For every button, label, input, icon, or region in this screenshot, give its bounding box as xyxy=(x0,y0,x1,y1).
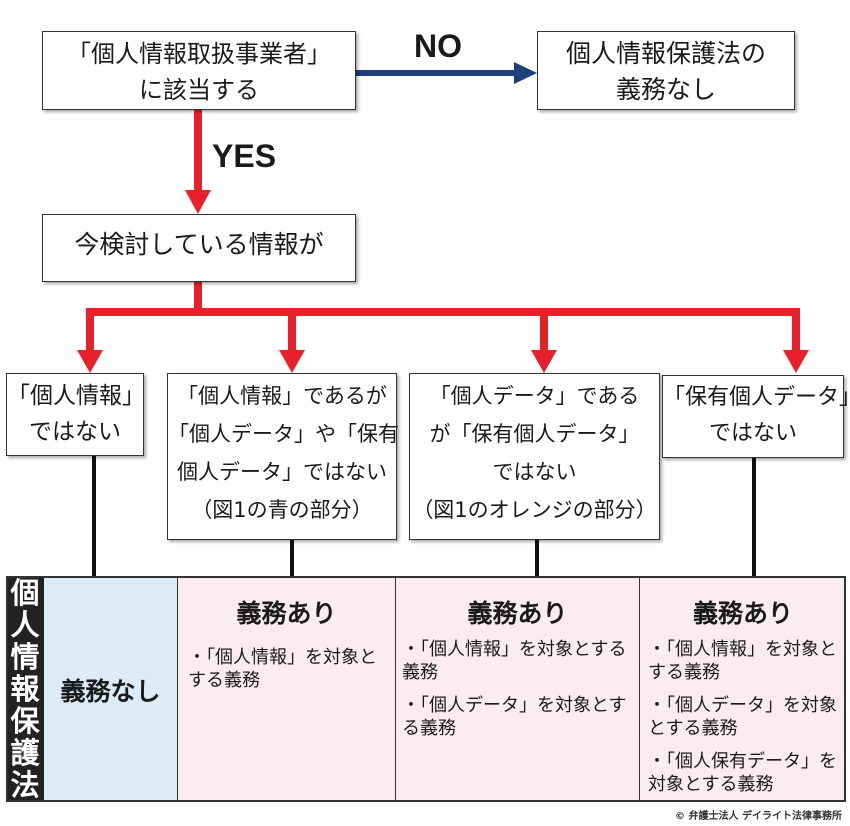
yes-arrow-head xyxy=(185,190,211,214)
row-label-char: 情 xyxy=(10,640,40,674)
category-box-4: 「保有個人データ」 ではない xyxy=(662,375,850,458)
branch-arrow-2 xyxy=(279,350,305,373)
start-box-line2: に該当する xyxy=(139,76,259,104)
cell-title: 義務あり xyxy=(467,599,568,628)
row-label-char: 個 xyxy=(10,576,40,610)
start-box-line1: 「個人情報取扱事業者」 xyxy=(67,40,331,68)
category-3-line: ではない xyxy=(492,460,577,484)
row-label-privacy-law: 個 人 情 報 保 護 法 xyxy=(6,576,44,802)
category-2-line: 「個人情報」であるが xyxy=(177,384,387,408)
no-result-box: 個人情報保護法の 義務なし xyxy=(537,31,795,110)
table-cell-2: 義務あり ・「個人情報」を対象とする義務 xyxy=(178,576,396,802)
row-label-char: 保 xyxy=(10,704,40,738)
row-label-char: 法 xyxy=(10,768,40,802)
category-1-line: 「個人情報」 xyxy=(7,383,145,409)
cell-title: 義務なし xyxy=(60,677,161,706)
list-item: ・「個人データ」を対象とする義務 xyxy=(648,695,837,739)
question-box: 今検討している情報が xyxy=(42,214,356,282)
cell-items: ・「個人情報」を対象とする義務 xyxy=(188,646,381,702)
category-2-line: 「個人データ」や「保有 xyxy=(168,422,399,446)
start-box: 「個人情報取扱事業者」 に該当する xyxy=(42,31,356,110)
row-label-char: 報 xyxy=(10,672,40,706)
list-item: ・「個人情報」を対象とする義務 xyxy=(402,639,627,683)
row-label-char: 護 xyxy=(10,736,40,770)
category-4-line: ではない xyxy=(708,421,797,446)
copyright-credit: © 弁護士法人 デイライト法律事務所 xyxy=(675,811,842,822)
table-cell-4: 義務あり ・「個人情報」を対象とする義務 ・「個人データ」を対象とする義務 ・「… xyxy=(640,576,846,802)
table-cell-1: 義務なし xyxy=(44,576,178,802)
category-box-1: 「個人情報」 ではない xyxy=(6,373,145,456)
list-item: ・「個人情報」を対象とする義務 xyxy=(188,647,377,691)
category-2-line: （図1の青の部分） xyxy=(191,498,373,522)
cell-items: ・「個人情報」を対象とする義務 ・「個人データ」を対象とする義務 xyxy=(402,638,633,750)
cell-items: ・「個人情報」を対象とする義務 ・「個人データ」を対象とする義務 ・「個人保有デ… xyxy=(648,638,838,806)
category-box-3: 「個人データ」である が「保有個人データ」 ではない （図1のオレンジの部分） xyxy=(409,373,660,540)
category-3-line: が「保有個人データ」 xyxy=(429,422,640,446)
no-label: NO xyxy=(414,28,462,64)
question-text: 今検討している情報が xyxy=(74,230,324,259)
category-1-line: ではない xyxy=(29,419,121,445)
yes-label: YES xyxy=(212,138,277,174)
no-result-line2: 義務なし xyxy=(615,75,716,104)
branch-arrow-1 xyxy=(77,350,103,373)
table-cell-3: 義務あり ・「個人情報」を対象とする義務 ・「個人データ」を対象とする義務 xyxy=(396,576,640,802)
category-2-line: 個人データ」ではない xyxy=(177,460,387,484)
branch-arrow-3 xyxy=(531,350,557,373)
cell-title: 義務あり xyxy=(236,599,337,628)
no-arrow-head xyxy=(514,62,537,84)
list-item: ・「個人保有データ」を対象とする義務 xyxy=(648,751,837,795)
list-item: ・「個人情報」を対象とする義務 xyxy=(648,639,837,683)
category-4-line: 「保有個人データ」 xyxy=(663,385,850,410)
cell-title: 義務あり xyxy=(692,599,793,628)
no-result-line1: 個人情報保護法の xyxy=(565,39,766,68)
category-box-2: 「個人情報」であるが 「個人データ」や「保有 個人データ」ではない （図1の青の… xyxy=(167,373,399,540)
category-3-line: 「個人データ」である xyxy=(429,384,640,408)
branch-arrow-4 xyxy=(783,350,809,373)
row-label-char: 人 xyxy=(10,608,40,642)
list-item: ・「個人データ」を対象とする義務 xyxy=(402,695,627,739)
category-3-line: （図1のオレンジの部分） xyxy=(412,498,657,522)
